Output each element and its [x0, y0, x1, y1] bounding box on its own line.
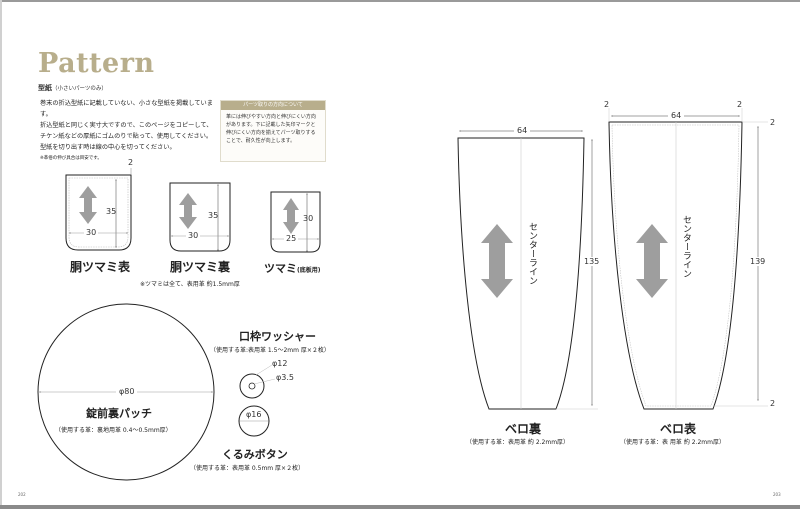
dim-width: 30	[84, 228, 99, 237]
grain-arrow-icon	[481, 224, 513, 298]
grain-direction-info-box: パーツ取りの方向について 革には伸びやすい方向と伸びにくい方向があります。下に記…	[220, 100, 326, 162]
page-number-left: 202	[18, 492, 26, 497]
dim-margin: 2	[604, 100, 610, 109]
dim-height: 139	[750, 257, 766, 266]
grain-arrow-icon	[79, 186, 97, 224]
tsumami-label-text: ツマミ	[264, 262, 297, 275]
bero-omote-shape	[608, 108, 768, 410]
dim-height: 35	[106, 207, 117, 216]
dim-margin: 2	[128, 158, 134, 167]
intro-line: チケン紙などの厚紙にゴムのりで貼って、使用してください。	[40, 133, 213, 140]
washer-shape	[239, 364, 276, 399]
dim-width: 25	[284, 234, 299, 243]
dou-tsumami-ura-shape	[169, 182, 231, 252]
dim-inner-diameter: φ3.5	[276, 373, 294, 382]
center-line-label: センターライン	[681, 215, 691, 278]
page-top-border	[0, 0, 800, 2]
dou-tsumami-omote-shape	[65, 168, 132, 251]
patch-label: 錠前裏パッチ	[86, 407, 152, 420]
dim-height: 30	[303, 214, 314, 223]
tsumami-label-note: (底板用)	[297, 267, 321, 274]
intro-line: 巻末の折込型紙に記載していない、小さな型紙を掲載しています。	[40, 100, 213, 118]
dim-height: 135	[584, 257, 600, 266]
bero-ura-leather: （使用する革：表用革 約 2.2mm厚）	[466, 439, 570, 446]
grain-arrow-icon	[283, 198, 299, 234]
button-label: くるみボタン	[222, 448, 288, 461]
page-title: Pattern	[38, 48, 155, 79]
dim-diameter: φ16	[246, 410, 262, 419]
dim-margin: 2	[770, 399, 776, 408]
bero-omote-leather: （使用する革：表 用革 約 2.2mm厚）	[620, 439, 725, 446]
dim-margin: 2	[737, 100, 743, 109]
tsumami-note: ※ツマミは全て、表用革 約1.5mm厚	[140, 281, 240, 288]
dim-diameter: φ80	[116, 387, 138, 396]
tsumami-shape	[270, 191, 321, 253]
dim-height: 35	[208, 211, 219, 220]
intro-note: ※革俗の伸び具合は目安です。	[40, 156, 102, 161]
dim-width: 30	[186, 231, 201, 240]
subtitle-note: （小さいパーツのみ）	[52, 86, 107, 92]
info-box-heading: パーツ取りの方向について	[221, 101, 325, 110]
intro-line: 型紙を切り出す時は線の中心を切ってください。	[40, 144, 176, 151]
button-circle-shape	[238, 405, 270, 437]
dou-tsumami-ura-label: 胴ツマミ裏	[170, 260, 231, 274]
dou-tsumami-omote-label: 胴ツマミ表	[70, 260, 131, 274]
grain-arrow-icon	[636, 224, 668, 298]
bero-ura-shape	[457, 130, 598, 410]
washer-label: 口枠ワッシャー	[239, 330, 316, 343]
subtitle-text: 型紙	[38, 84, 52, 92]
dim-margin: 2	[770, 118, 776, 127]
center-line-label: センターライン	[527, 222, 537, 285]
dim-outer-diameter: φ12	[272, 359, 288, 368]
intro-line: 折込型紙と同じく実寸大ですので、このページをコピーして、	[40, 122, 213, 129]
patch-leather: （使用する革：裏地用革 0.4～0.5mm厚）	[55, 427, 172, 434]
grain-arrow-icon	[179, 193, 197, 229]
washer-leather: （使用する革:表用革 1.5～2mm 厚×２枚）	[210, 347, 330, 354]
intro-text: 巻末の折込型紙に記載していない、小さな型紙を掲載しています。 折込型紙と同じく実…	[40, 98, 220, 164]
info-box-body: 革には伸びやすい方向と伸びにくい方向があります。下に記載した矢印マークと伸びにく…	[226, 114, 316, 144]
bero-ura-label: ベロ裏	[505, 422, 542, 436]
dim-width: 64	[668, 111, 685, 120]
dim-width: 64	[514, 126, 531, 135]
tsumami-label: ツマミ(底板用)	[264, 260, 321, 276]
page-left-edge	[0, 0, 2, 509]
page-bottom-border	[0, 505, 800, 509]
page-number-right: 203	[773, 492, 781, 497]
button-leather: （使用する革：表用革 0.5mm 厚×２枚）	[190, 465, 305, 472]
page-subtitle: 型紙（小さいパーツのみ）	[38, 83, 107, 93]
bero-omote-label: ベロ表	[660, 422, 697, 436]
